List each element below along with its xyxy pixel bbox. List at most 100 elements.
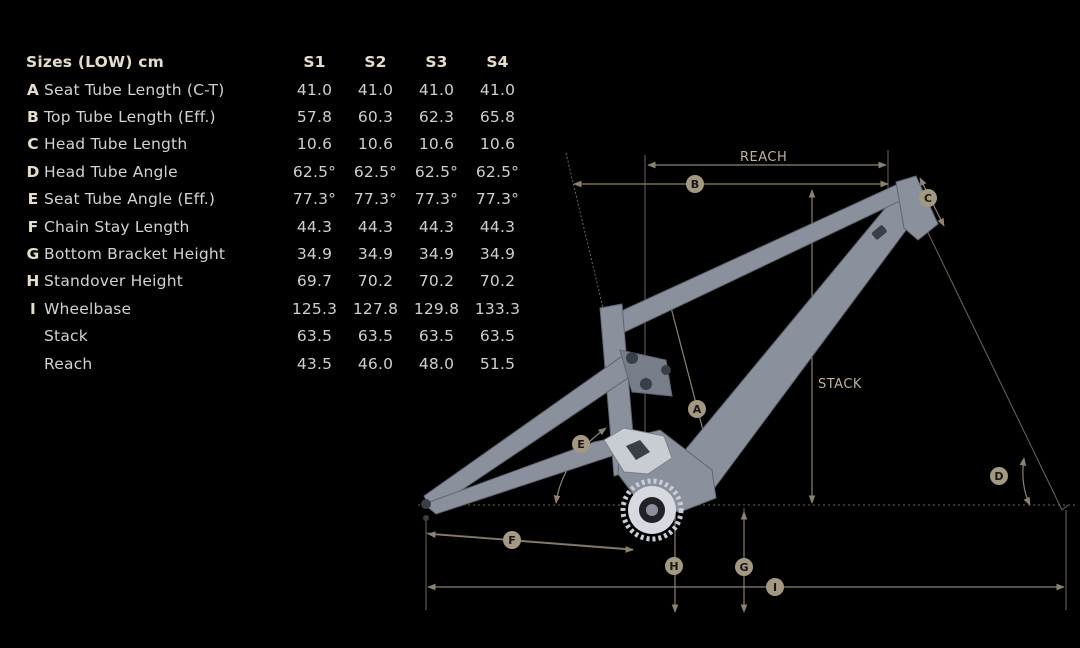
row-name: Reach: [44, 354, 93, 373]
badge-i-text: I: [773, 581, 777, 594]
row-value: 70.2: [418, 272, 455, 291]
row-value: 60.3: [357, 108, 394, 127]
badge-a: A: [688, 400, 706, 418]
row-value: 77.3°: [292, 190, 337, 209]
row-value: 62.5°: [475, 162, 520, 181]
seat-stay: [423, 351, 641, 511]
table-title: Sizes (LOW) cm: [26, 53, 164, 71]
table-row-top-tube-length: B Top Tube Length (Eff.) 57.8 60.3 62.3 …: [22, 103, 528, 130]
row-value: 10.6: [479, 135, 516, 154]
row-letter: H: [26, 272, 40, 291]
row-letter: A: [26, 80, 40, 99]
table-row-seat-tube-angle: E Seat Tube Angle (Eff.) 77.3° 77.3° 77.…: [22, 186, 528, 213]
table-row-head-tube-length: C Head Tube Length 10.6 10.6 10.6 10.6: [22, 131, 528, 158]
row-value: 125.3: [291, 299, 338, 318]
badge-d-text: D: [994, 470, 1003, 483]
row-value: 51.5: [479, 354, 516, 373]
row-value: 41.0: [296, 80, 333, 99]
row-letter: G: [26, 245, 40, 264]
row-name: Seat Tube Length (C-T): [44, 80, 225, 99]
row-name: Standover Height: [44, 272, 184, 291]
badge-f: F: [503, 531, 521, 549]
size-header-s4: S4: [486, 53, 509, 71]
reach-label: REACH: [740, 150, 787, 165]
size-header-s2: S2: [364, 53, 387, 71]
badge-c: C: [919, 189, 937, 207]
row-letter: D: [26, 162, 40, 181]
table-header-row: Sizes (LOW) cm S1 S2 S3 S4: [22, 48, 528, 76]
geometry-table: Sizes (LOW) cm S1 S2 S3 S4 A Seat Tube L…: [22, 48, 528, 377]
row-name: Wheelbase: [44, 299, 132, 318]
badge-d: D: [990, 467, 1008, 485]
row-name: Head Tube Angle: [44, 162, 178, 181]
row-value: 41.0: [479, 80, 516, 99]
head-tube: [895, 175, 939, 241]
row-name: Head Tube Length: [44, 135, 188, 154]
row-name: Chain Stay Length: [44, 217, 190, 236]
size-header-s1: S1: [303, 53, 326, 71]
row-letter: B: [26, 108, 39, 127]
row-letter: I: [30, 299, 36, 318]
row-value: 44.3: [296, 217, 333, 236]
badge-b-text: B: [691, 178, 699, 191]
row-value: 127.8: [352, 299, 399, 318]
table-row-stack: Stack 63.5 63.5 63.5 63.5: [22, 323, 528, 350]
row-name: Stack: [44, 327, 88, 346]
table-row-wheelbase: I Wheelbase 125.3 127.8 129.8 133.3: [22, 295, 528, 322]
chain-guide: [603, 427, 673, 475]
badge-e-text: E: [577, 438, 585, 451]
table-row-chain-stay-length: F Chain Stay Length 44.3 44.3 44.3 44.3: [22, 213, 528, 240]
row-value: 34.9: [479, 245, 516, 264]
badge-h: H: [665, 557, 683, 575]
table-row-seat-tube-length: A Seat Tube Length (C-T) 41.0 41.0 41.0 …: [22, 76, 528, 103]
badge-g: G: [735, 558, 753, 576]
row-value: 70.2: [479, 272, 516, 291]
badge-c-text: C: [924, 192, 932, 205]
chainring: [620, 478, 684, 542]
stack-label: STACK: [818, 377, 862, 392]
badge-a-text: A: [693, 403, 702, 416]
row-value: 133.3: [474, 299, 521, 318]
row-name: Bottom Bracket Height: [44, 245, 226, 264]
row-value: 43.5: [296, 354, 333, 373]
row-value: 44.3: [357, 217, 394, 236]
row-value: 63.5: [418, 327, 455, 346]
row-value: 62.5°: [353, 162, 398, 181]
row-value: 44.3: [479, 217, 516, 236]
row-value: 77.3°: [475, 190, 520, 209]
badge-i: I: [766, 578, 784, 596]
row-value: 77.3°: [353, 190, 398, 209]
row-letter: C: [27, 135, 39, 154]
row-value: 129.8: [413, 299, 460, 318]
row-value: 41.0: [418, 80, 455, 99]
badge-h-text: H: [669, 560, 678, 573]
row-value: 70.2: [357, 272, 394, 291]
row-value: 62.5°: [292, 162, 337, 181]
row-value: 57.8: [296, 108, 333, 127]
row-value: 63.5: [479, 327, 516, 346]
chain-stay-dimension: [427, 531, 634, 553]
frame-details: [421, 225, 887, 521]
row-letter: F: [27, 217, 39, 236]
badge-b: B: [686, 175, 704, 193]
row-value: 34.9: [296, 245, 333, 264]
row-value: 63.5: [296, 327, 333, 346]
row-value: 62.5°: [414, 162, 459, 181]
row-value: 65.8: [479, 108, 516, 127]
row-value: 77.3°: [414, 190, 459, 209]
row-value: 62.3: [418, 108, 455, 127]
row-letter: E: [27, 190, 39, 209]
row-value: 10.6: [357, 135, 394, 154]
badge-f-text: F: [508, 534, 516, 547]
row-value: 46.0: [357, 354, 394, 373]
table-row-reach: Reach 43.5 46.0 48.0 51.5: [22, 350, 528, 377]
size-header-s3: S3: [425, 53, 448, 71]
table-row-bottom-bracket-height: G Bottom Bracket Height 34.9 34.9 34.9 3…: [22, 240, 528, 267]
row-value: 48.0: [418, 354, 455, 373]
row-name: Top Tube Length (Eff.): [44, 108, 216, 127]
row-value: 10.6: [418, 135, 455, 154]
table-row-standover-height: H Standover Height 69.7 70.2 70.2 70.2: [22, 268, 528, 295]
row-value: 10.6: [296, 135, 333, 154]
row-value: 34.9: [418, 245, 455, 264]
